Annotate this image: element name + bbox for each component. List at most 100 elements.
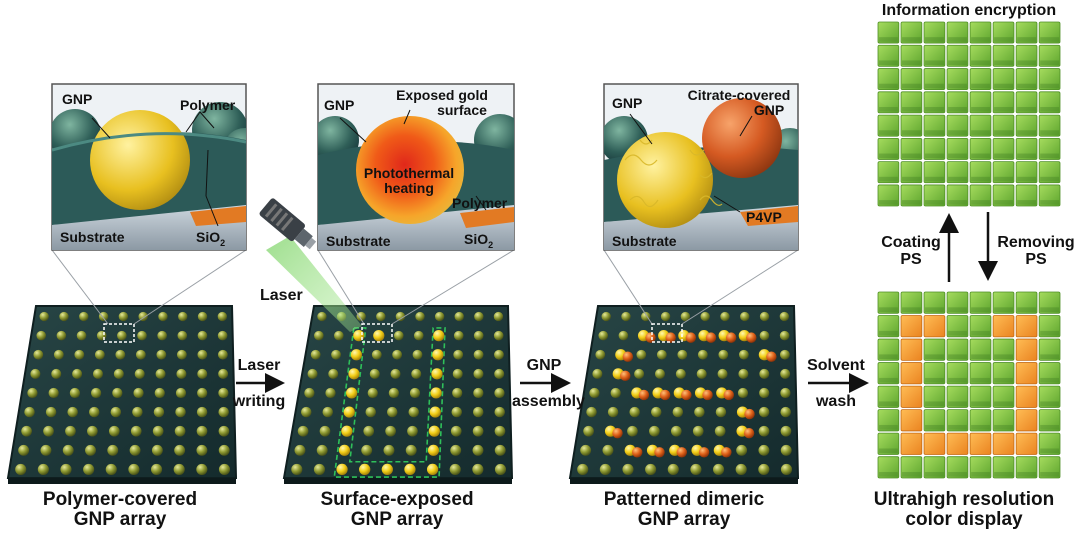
gnp-dot [717, 368, 728, 379]
dimer-gnp-orange [746, 332, 757, 343]
gnp-dot [37, 463, 49, 475]
gnp-dot [158, 311, 168, 322]
dimer-gnp-orange [744, 408, 755, 420]
pixel-shade [925, 354, 944, 360]
gnp-dot [714, 425, 726, 437]
exposed-gnp [343, 406, 355, 418]
gnp-dot [622, 463, 634, 475]
dimer-gnp-orange [743, 427, 755, 439]
gnp-dot [602, 444, 614, 456]
pixel-shade [948, 354, 967, 360]
inset1-gnp-label: GNP [62, 91, 93, 107]
dimer-gnp-orange [705, 332, 717, 343]
gnp-dot [33, 349, 44, 360]
pixel-green [946, 362, 969, 385]
pixel-orange [923, 315, 946, 338]
gnp-dot [218, 387, 229, 399]
pixel-green [923, 456, 946, 479]
gnp-dot [361, 444, 373, 456]
exposed-gnp [373, 330, 385, 342]
gnp-dot [667, 463, 679, 475]
pixel-shade [948, 176, 967, 182]
gnp-dot [91, 387, 102, 399]
gnp-dot [677, 349, 688, 360]
pixel-green [992, 184, 1015, 207]
gnp-dot [115, 349, 126, 360]
gnp-dot [56, 330, 67, 341]
gnp-dot [493, 311, 504, 322]
gnp-dot [218, 425, 230, 437]
gnp-dot [155, 368, 166, 379]
pixel-green [1038, 409, 1061, 432]
inset2-gnp-label: GNP [324, 97, 355, 113]
pixel-green [923, 291, 946, 314]
gnp-dot [133, 387, 144, 399]
pixel-green [969, 456, 992, 479]
pixel-green [969, 44, 992, 67]
dimer-gnp-orange [612, 427, 623, 439]
pixel-orange [946, 432, 969, 455]
laser-label: Laser [260, 287, 303, 304]
gnp-dot [365, 406, 376, 418]
pixel-grid-encrypted [877, 21, 1061, 207]
pixel-shade [925, 106, 944, 112]
gnp-dot [393, 330, 404, 341]
gnp-dot [670, 425, 682, 437]
selection-box [651, 323, 683, 343]
pixel-shade [994, 176, 1013, 182]
exposed-gnp [381, 463, 393, 475]
gnp-dot [601, 311, 611, 322]
pixel-green [877, 432, 900, 455]
pixel-green [1015, 21, 1038, 44]
pixel-green [1038, 362, 1061, 385]
arrow-label-assembly: assembly [512, 393, 585, 410]
gnp-dot [197, 330, 208, 341]
pixel-shade [948, 106, 967, 112]
gnp-dot [452, 387, 463, 399]
pixel-shade [879, 401, 898, 407]
pixel-green [877, 137, 900, 160]
pixel-green [946, 137, 969, 160]
gnp-dot [494, 349, 504, 360]
pixel-green [1038, 338, 1061, 361]
pixel-green [1015, 184, 1038, 207]
pixel-shade [879, 60, 898, 66]
gnp-dot [415, 311, 425, 322]
pixel-shade [971, 130, 990, 135]
gnp-dot [72, 368, 83, 379]
gnp-dot [473, 406, 484, 418]
gnp-dot [610, 387, 621, 399]
gnp-dot [197, 349, 208, 360]
gnp-dot [15, 463, 27, 475]
pixel-green [992, 291, 1015, 314]
gnp-dot [196, 425, 208, 437]
gnp-dot [178, 311, 188, 322]
gnp-dot [151, 444, 163, 456]
pixel-green [969, 137, 992, 160]
gnp-dot [715, 406, 727, 418]
pixel-shade [1017, 200, 1036, 205]
pixel-green [1038, 184, 1061, 207]
pixel-orange [900, 432, 923, 455]
exposed-gnp [348, 368, 360, 380]
pixel-shade [994, 130, 1013, 135]
gnp-dot [217, 349, 228, 360]
gnp-dot [65, 425, 76, 437]
gnp-dot [175, 387, 187, 399]
pixel-green [1038, 432, 1061, 455]
gnp-dot [451, 406, 462, 418]
gnp-dot [367, 387, 378, 399]
gnp-dot [132, 406, 143, 418]
pixel-green [992, 91, 1015, 114]
pixel-shade [1040, 424, 1059, 430]
gnp-dot [74, 349, 85, 360]
gnp-dot [598, 330, 609, 341]
pixel-green [877, 91, 900, 114]
gnp-dot [472, 444, 484, 456]
gnp-dot [59, 311, 69, 322]
pixel-green [1038, 315, 1061, 338]
pixel-green [923, 338, 946, 361]
